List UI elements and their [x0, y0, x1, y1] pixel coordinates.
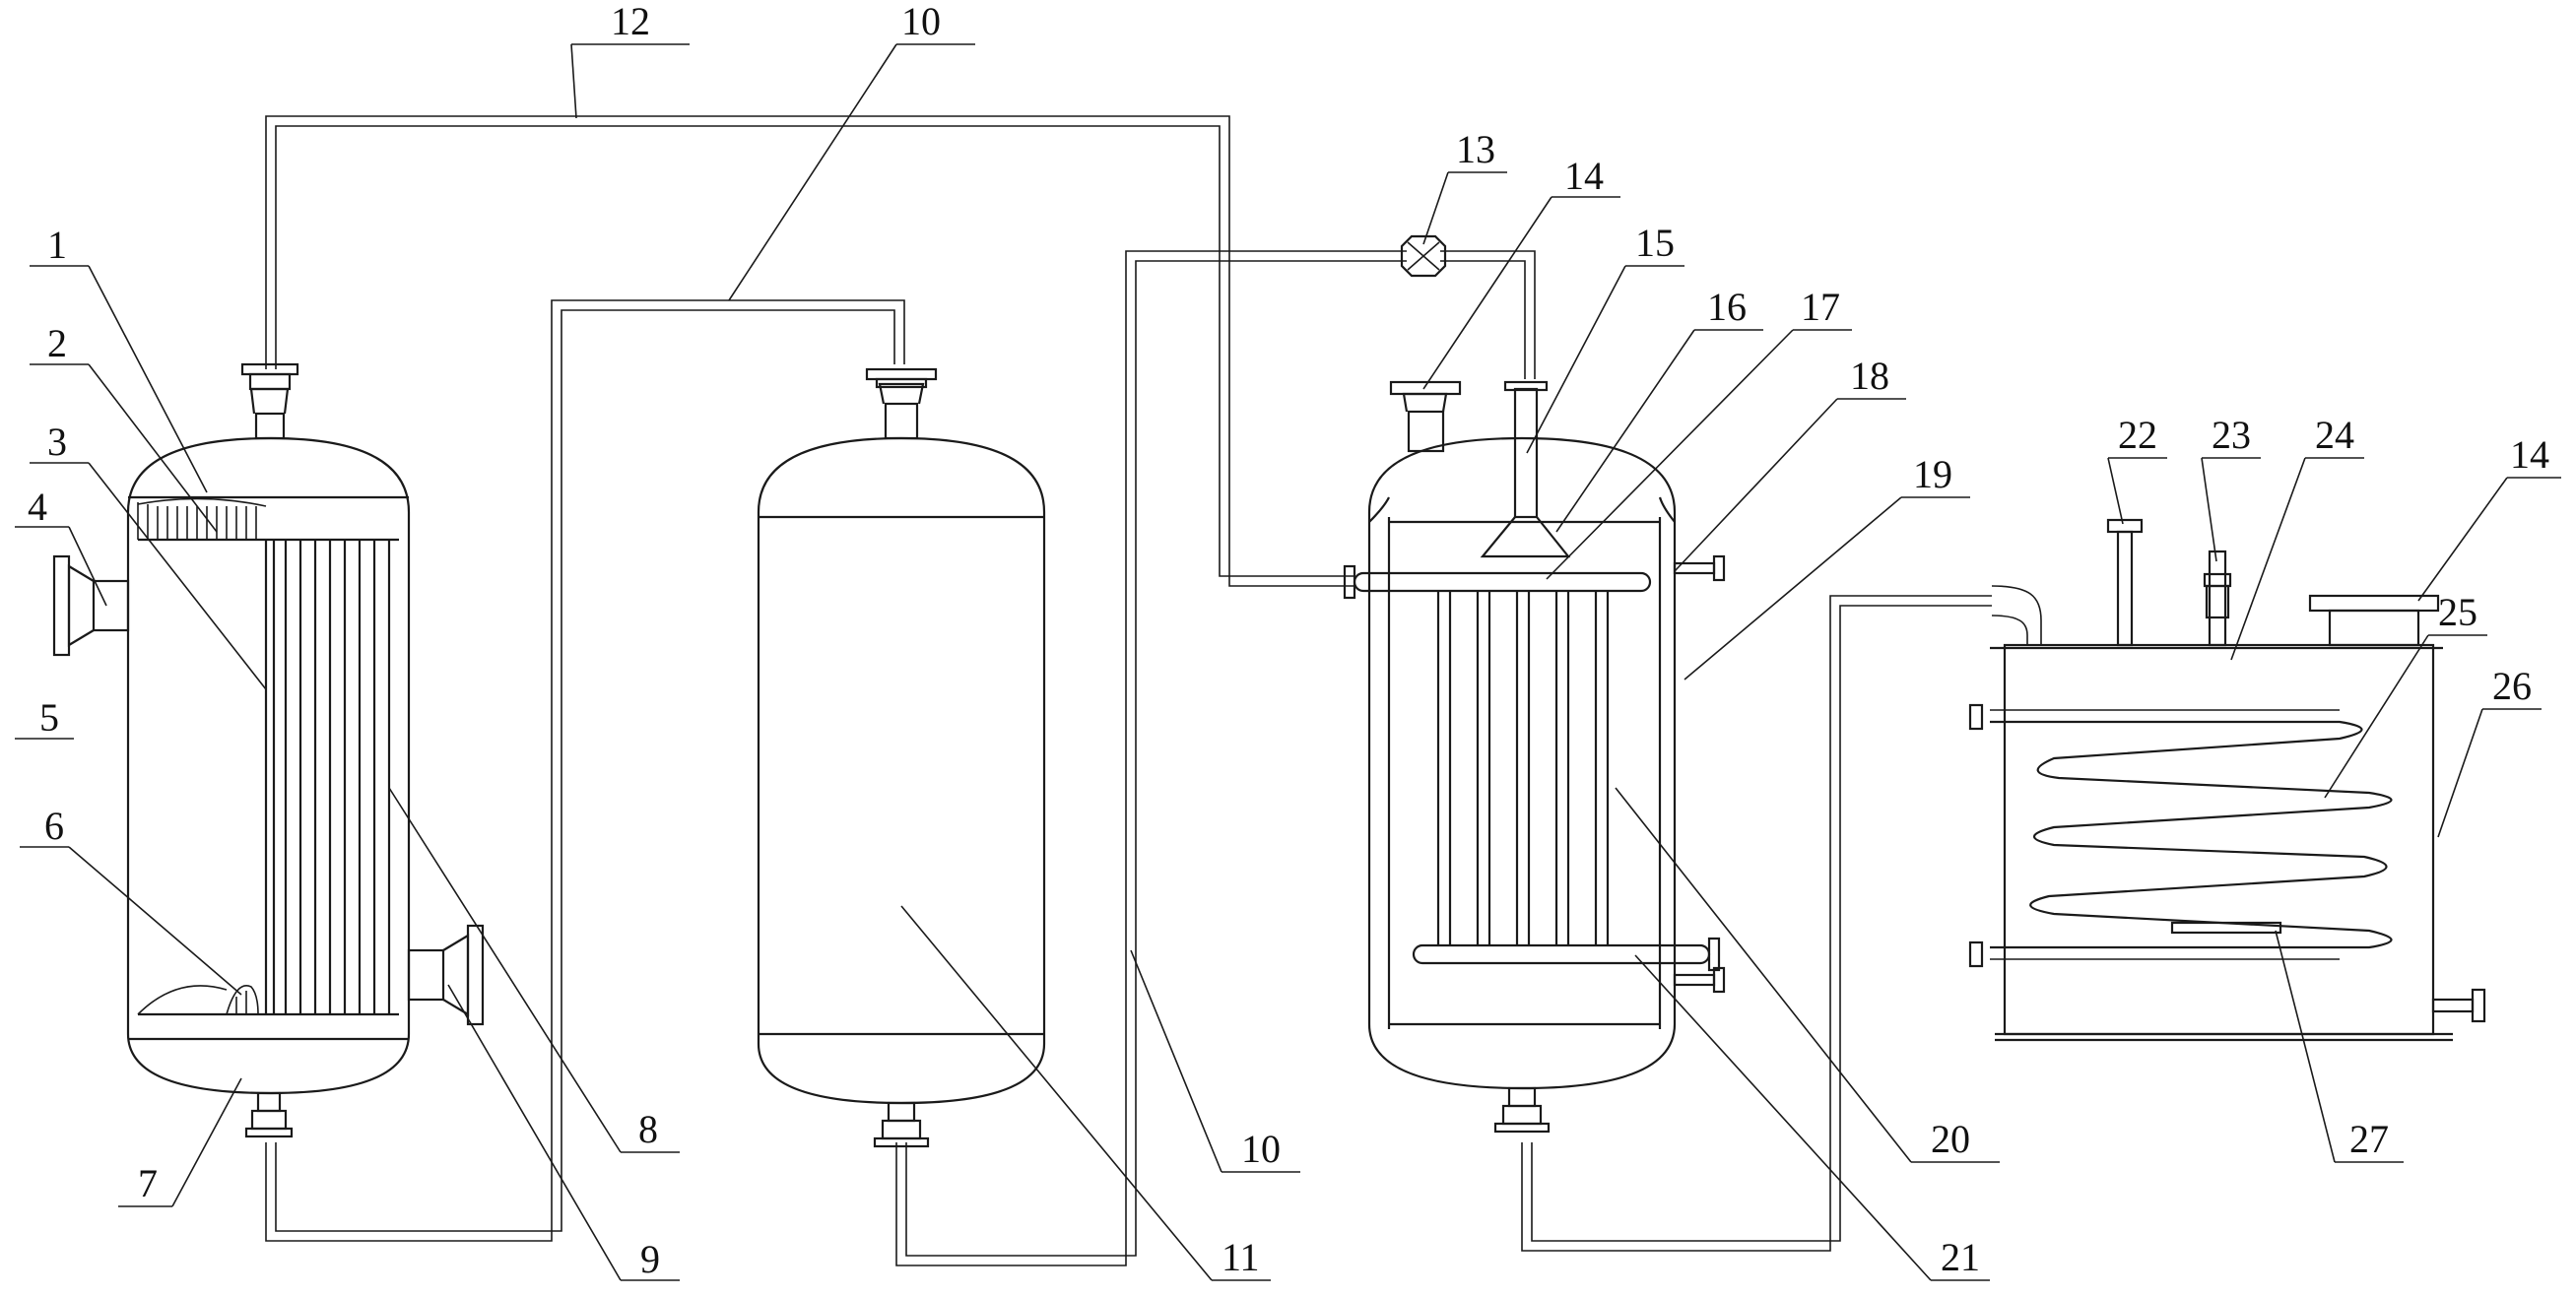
label-19: 19 — [1913, 452, 1952, 496]
label-7: 7 — [138, 1161, 158, 1205]
label-24: 24 — [2315, 413, 2354, 457]
label-1: 1 — [47, 223, 67, 267]
valve-13 — [1400, 234, 1447, 278]
pipe-12-gas-line — [265, 115, 1354, 587]
leader-lines — [15, 43, 2561, 1281]
label-8: 8 — [638, 1107, 658, 1151]
label-2: 2 — [47, 321, 67, 365]
label-25: 25 — [2438, 590, 2477, 634]
label-13: 13 — [1456, 127, 1495, 171]
label-6: 6 — [44, 804, 64, 848]
label-14-reactor: 14 — [1564, 154, 1604, 198]
label-15: 15 — [1635, 221, 1675, 265]
pipe-10-lower — [895, 250, 1536, 1266]
label-12: 12 — [611, 0, 650, 43]
label-22: 22 — [2118, 413, 2157, 457]
label-11: 11 — [1222, 1235, 1260, 1279]
label-16: 16 — [1707, 285, 1747, 329]
label-17: 17 — [1801, 285, 1840, 329]
pipe-to-cooling-tank — [1521, 585, 2042, 1252]
label-23: 23 — [2212, 413, 2251, 457]
vessel-1-heat-exchanger — [52, 362, 485, 1138]
label-21: 21 — [1941, 1235, 1980, 1279]
label-20: 20 — [1931, 1117, 1970, 1161]
label-3: 3 — [47, 420, 67, 464]
tank-26-cooling — [1968, 518, 2486, 1042]
label-9: 9 — [640, 1237, 660, 1281]
label-5: 5 — [39, 695, 59, 740]
label-4: 4 — [28, 485, 47, 529]
label-14-tank: 14 — [2510, 432, 2549, 477]
label-10-bottom: 10 — [1241, 1127, 1281, 1171]
callout-labels: 1 2 3 4 5 6 7 8 9 10 10 11 12 13 14 14 1… — [28, 0, 2549, 1281]
vessel-18-reactor — [1343, 380, 1726, 1134]
pipe-10-upper — [265, 299, 905, 1242]
vessel-11-storage-tank — [757, 367, 1046, 1148]
label-27: 27 — [2349, 1117, 2389, 1161]
label-18: 18 — [1850, 354, 1889, 398]
label-26: 26 — [2492, 664, 2532, 708]
label-10-top: 10 — [901, 0, 941, 43]
